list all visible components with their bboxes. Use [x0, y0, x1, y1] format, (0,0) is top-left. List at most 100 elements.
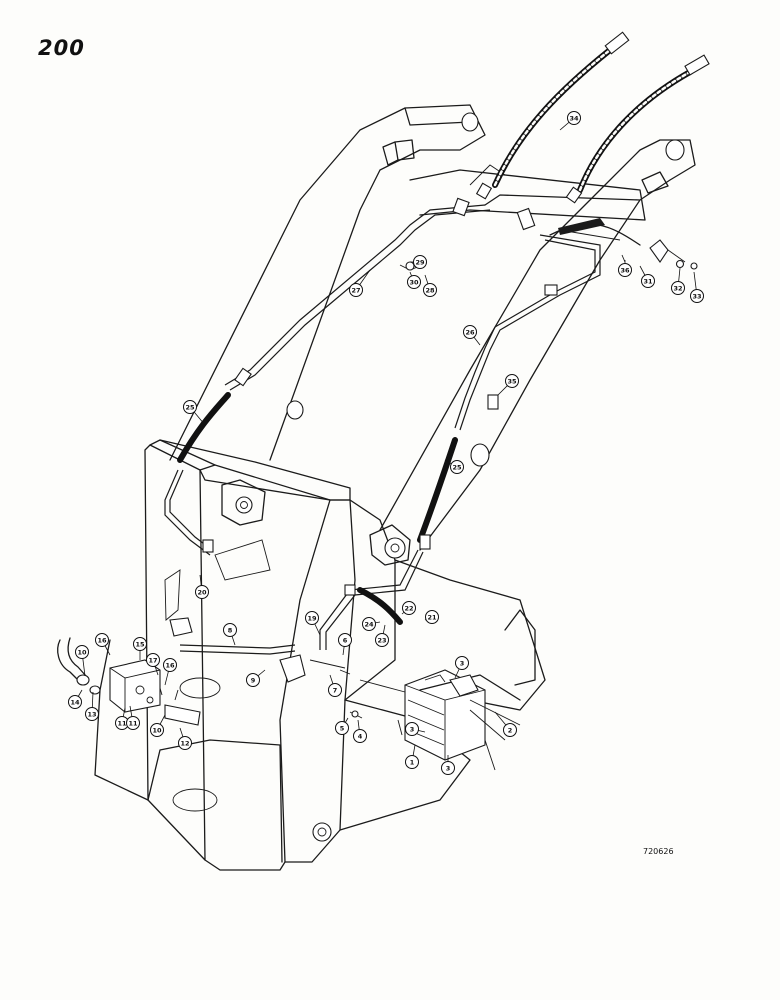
callout-number: 4 — [358, 732, 363, 740]
callout-number: 28 — [425, 286, 435, 294]
callout-number: 23 — [377, 636, 386, 644]
callout-4: 4 — [353, 719, 367, 743]
callout-10: 10 — [75, 645, 89, 677]
control-block-left — [57, 617, 351, 726]
callout-number: 14 — [70, 698, 80, 706]
callout-29: 29 — [410, 255, 427, 269]
callout-number: 33 — [692, 292, 701, 300]
callout-circle — [618, 263, 632, 277]
callout-23: 23 — [375, 624, 389, 647]
callout-number: 35 — [507, 377, 517, 385]
callout-number: 31 — [643, 277, 653, 285]
callout-circle — [441, 761, 455, 775]
callout-circle — [402, 601, 416, 615]
callout-12: 12 — [178, 727, 192, 750]
callout-31: 31 — [639, 265, 655, 288]
callout-number: 20 — [197, 588, 207, 596]
callout-circle — [85, 707, 99, 721]
callout-25: 25 — [444, 459, 464, 474]
callout-circle — [328, 683, 342, 697]
callout-3: 3 — [441, 755, 455, 775]
callout-circle — [362, 617, 376, 631]
loader-tower-frame — [94, 439, 546, 871]
callout-22: 22 — [401, 601, 416, 615]
callout-35: 35 — [497, 374, 519, 396]
callout-circle — [335, 721, 349, 735]
upper-hoses — [475, 31, 710, 204]
callout-circle — [641, 274, 655, 288]
callout-number: 13 — [87, 710, 96, 718]
callout-36: 36 — [618, 260, 632, 277]
callout-number: 6 — [343, 636, 348, 644]
callout-24: 24 — [362, 617, 381, 631]
callout-number: 3 — [410, 725, 415, 733]
callout-circle — [338, 633, 352, 647]
callout-circle — [450, 460, 464, 474]
coupler-assembly — [399, 218, 698, 271]
callout-circle — [407, 275, 421, 289]
main-control-valve — [349, 669, 521, 771]
callout-circle — [195, 585, 209, 599]
callout-circle — [246, 673, 260, 687]
callout-number: 5 — [340, 724, 345, 732]
callout-number: 3 — [460, 659, 465, 667]
callout-number: 9 — [251, 676, 256, 684]
callout-number: 32 — [673, 284, 682, 292]
callout-circle — [505, 374, 519, 388]
callout-number: 21 — [427, 613, 437, 621]
callout-28: 28 — [423, 274, 437, 297]
page-number: 200 — [38, 36, 85, 60]
callout-25: 25 — [183, 400, 206, 426]
callout-10: 10 — [150, 714, 166, 737]
callout-number: 17 — [148, 656, 157, 664]
callout-number: 12 — [180, 739, 189, 747]
callout-number: 30 — [409, 278, 419, 286]
callout-number: 7 — [333, 686, 338, 694]
callout-19: 19 — [305, 611, 321, 636]
callout-circle — [503, 723, 517, 737]
callout-number: 24 — [364, 620, 374, 628]
callout-5: 5 — [335, 717, 349, 735]
callout-16: 16 — [163, 658, 177, 686]
callout-number: 3 — [446, 764, 451, 772]
callout-circle — [455, 656, 469, 670]
callout-circle — [183, 400, 197, 414]
callout-number: 10 — [77, 648, 87, 656]
callout-circle — [178, 736, 192, 750]
callout-number: 25 — [452, 463, 462, 471]
callout-26: 26 — [463, 325, 481, 346]
callout-13: 13 — [85, 691, 99, 721]
callout-number: 34 — [569, 114, 579, 122]
callout-circle — [690, 289, 704, 303]
callout-circle — [423, 283, 437, 297]
callout-3: 3 — [405, 722, 426, 736]
callout-33: 33 — [690, 271, 704, 303]
callout-20: 20 — [195, 574, 209, 599]
callout-number: 22 — [404, 604, 413, 612]
hydraulic-tubes — [164, 197, 601, 655]
callout-1: 1 — [405, 744, 419, 769]
callout-circle — [405, 755, 419, 769]
callout-circle — [405, 722, 419, 736]
callout-3: 3 — [454, 656, 469, 679]
callout-circle — [353, 729, 367, 743]
callout-number: 16 — [97, 636, 107, 644]
callout-circle — [375, 633, 389, 647]
callout-14: 14 — [68, 689, 83, 709]
callout-21: 21 — [424, 610, 439, 624]
callout-circle — [567, 111, 581, 125]
callout-circle — [75, 645, 89, 659]
callout-27: 27 — [349, 269, 371, 297]
callout-number: 19 — [307, 614, 317, 622]
callout-9: 9 — [246, 669, 266, 687]
callout-circle — [671, 281, 685, 295]
callout-circle — [68, 695, 82, 709]
callout-number: 26 — [465, 328, 475, 336]
callout-number: 8 — [228, 626, 233, 634]
callout-32: 32 — [671, 267, 685, 295]
callout-circle — [223, 623, 237, 637]
callout-15: 15 — [133, 637, 147, 660]
callout-8: 8 — [223, 623, 237, 646]
callout-circle — [163, 658, 177, 672]
